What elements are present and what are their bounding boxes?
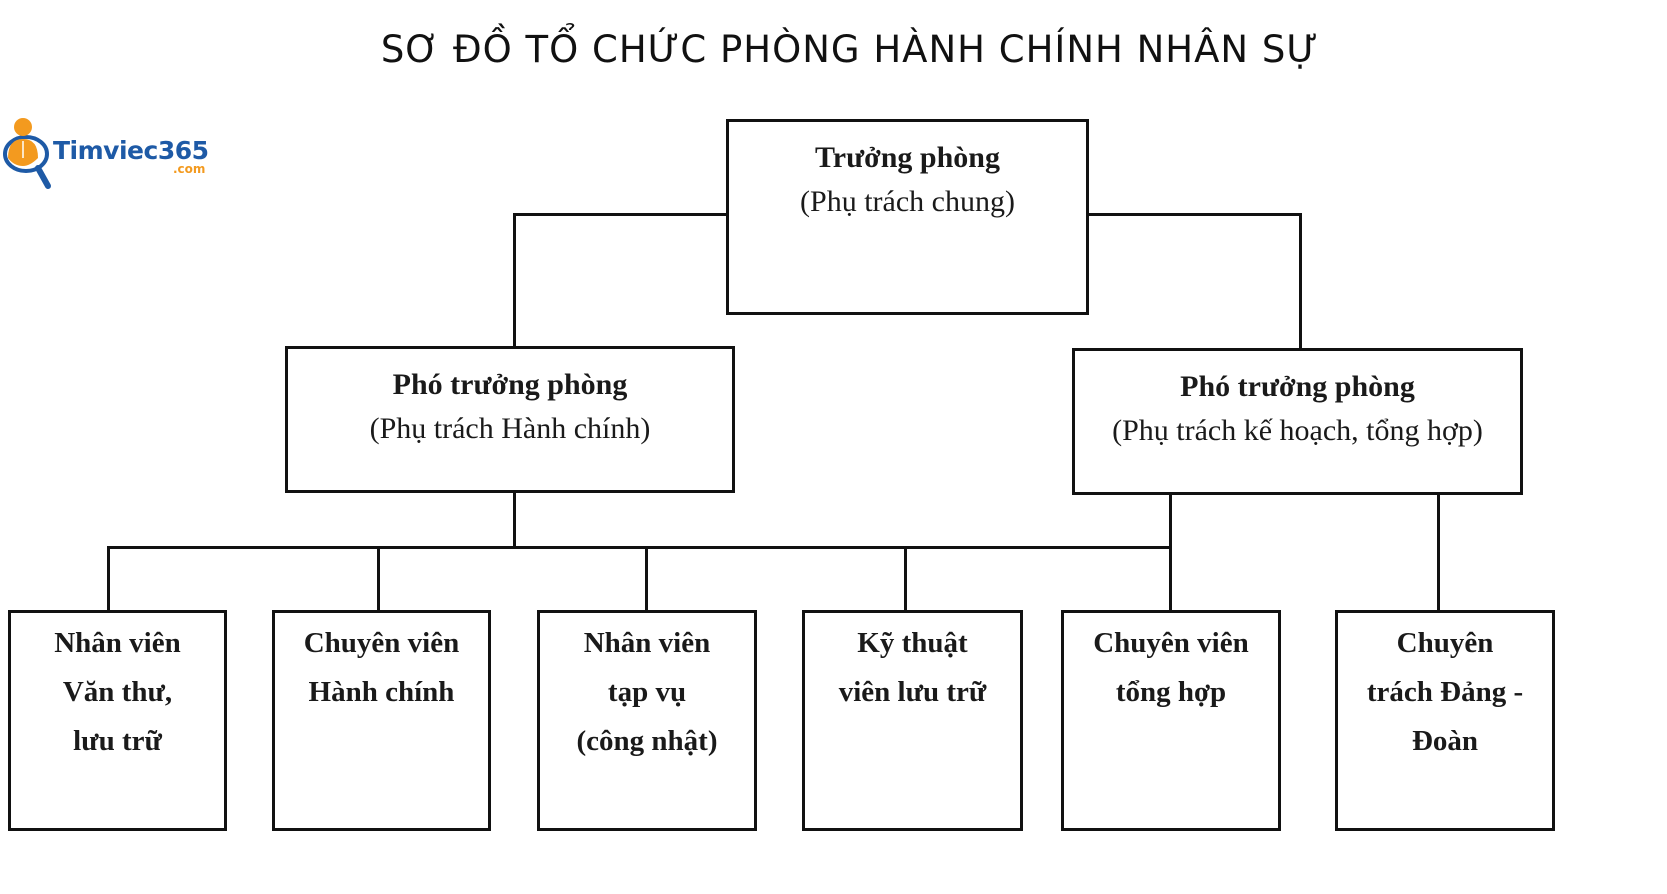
node-subtitle: (Phụ trách chung) — [800, 185, 1015, 218]
node-line: Nhân viên — [583, 627, 711, 659]
node-line: tạp vụ — [607, 676, 687, 708]
node-deputy-admin: Phó trưởng phòng (Phụ trách Hành chính) — [285, 346, 735, 493]
node-line: Chuyên viên — [1093, 627, 1249, 659]
node-line: Kỹ thuật — [857, 627, 968, 659]
node-line: Nhân viên — [54, 627, 181, 659]
connector — [107, 546, 110, 613]
connector — [1299, 213, 1302, 351]
node-line: viên lưu trữ — [838, 676, 987, 708]
node-line: Hành chính — [308, 676, 455, 708]
logo: Timviec365 .com — [0, 112, 230, 197]
node-staff-archive-tech: Kỹ thuật viên lưu trữ — [802, 610, 1023, 831]
node-title: Phó trưởng phòng — [1180, 370, 1415, 403]
node-title: Trưởng phòng — [815, 141, 1000, 174]
node-line: Chuyên — [1396, 627, 1494, 659]
connector — [377, 546, 380, 613]
node-subtitle: (Phụ trách kế hoạch, tổng hợp) — [1112, 414, 1483, 447]
node-line: Chuyên viên — [303, 627, 460, 659]
connector — [1169, 491, 1172, 613]
node-line: (công nhật) — [576, 725, 718, 757]
node-staff-janitorial: Nhân viên tạp vụ (công nhật) — [537, 610, 757, 831]
node-staff-admin-specialist: Chuyên viên Hành chính — [272, 610, 491, 831]
connector — [1437, 491, 1440, 613]
connector-bus — [107, 546, 1172, 549]
node-staff-clerical: Nhân viên Văn thư, lưu trữ — [8, 610, 227, 831]
page-title: SƠ ĐỒ TỔ CHỨC PHÒNG HÀNH CHÍNH NHÂN SỰ — [380, 28, 1320, 71]
connector — [1086, 213, 1302, 216]
connector — [513, 213, 516, 349]
node-line: lưu trữ — [73, 725, 162, 757]
node-line: Đoàn — [1411, 725, 1479, 757]
connector — [904, 546, 907, 613]
node-title: Phó trưởng phòng — [392, 368, 628, 401]
logo-suffix: .com — [173, 162, 206, 176]
node-line: trách Đảng - — [1366, 676, 1524, 708]
node-staff-party-union: Chuyên trách Đảng - Đoàn — [1335, 610, 1555, 831]
logo-text: Timviec365 — [53, 136, 209, 165]
node-line: Văn thư, — [62, 676, 173, 708]
node-head: Trưởng phòng (Phụ trách chung) — [726, 119, 1089, 315]
connector — [513, 489, 516, 548]
node-deputy-planning: Phó trưởng phòng (Phụ trách kế hoạch, tổ… — [1072, 348, 1523, 495]
connector — [513, 213, 729, 216]
connector — [645, 546, 648, 613]
node-subtitle: (Phụ trách Hành chính) — [369, 412, 651, 445]
node-staff-general-specialist: Chuyên viên tổng hợp — [1061, 610, 1281, 831]
node-line: tổng hợp — [1115, 676, 1227, 708]
person-magnifier-icon — [3, 118, 51, 189]
